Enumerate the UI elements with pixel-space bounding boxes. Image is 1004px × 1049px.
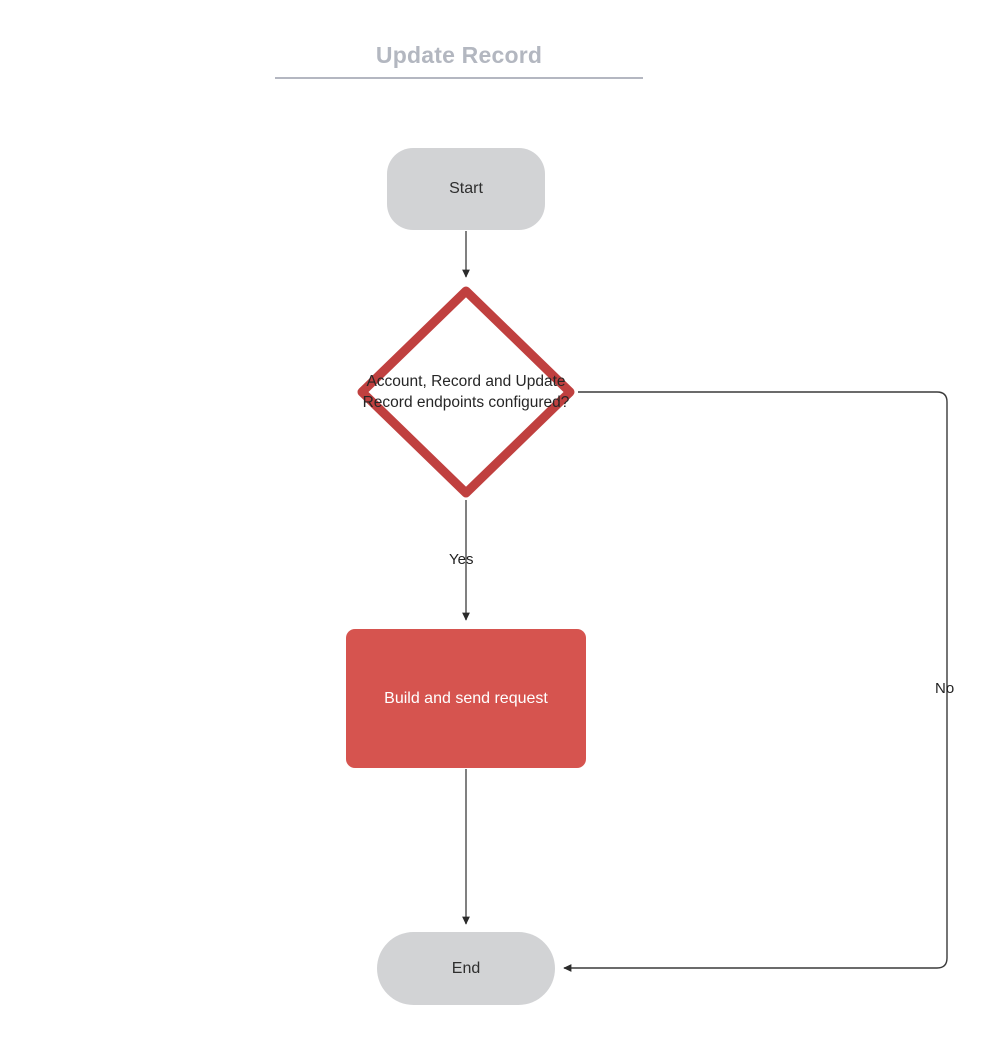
diagram-title-block: Update Record	[275, 40, 643, 84]
diamond-shape-icon	[357, 286, 575, 498]
node-end-label: End	[451, 959, 481, 977]
node-decision-label: Account, Record and Update Record endpoi…	[362, 373, 570, 411]
node-process-label: Build and send request	[384, 689, 548, 707]
page-title: Update Record	[375, 42, 543, 68]
edge-label-no: No	[935, 680, 955, 697]
edge-label-yes: Yes	[449, 551, 474, 568]
node-end[interactable]: End	[377, 932, 555, 1005]
title-underline	[275, 77, 643, 79]
node-start[interactable]: Start	[387, 148, 545, 230]
node-start-label: Start	[449, 180, 483, 198]
connector-decision-no-to-end	[563, 391, 948, 972]
node-decision[interactable]: Account, Record and Update Record endpoi…	[356, 285, 576, 499]
node-process[interactable]: Build and send request	[346, 629, 586, 768]
